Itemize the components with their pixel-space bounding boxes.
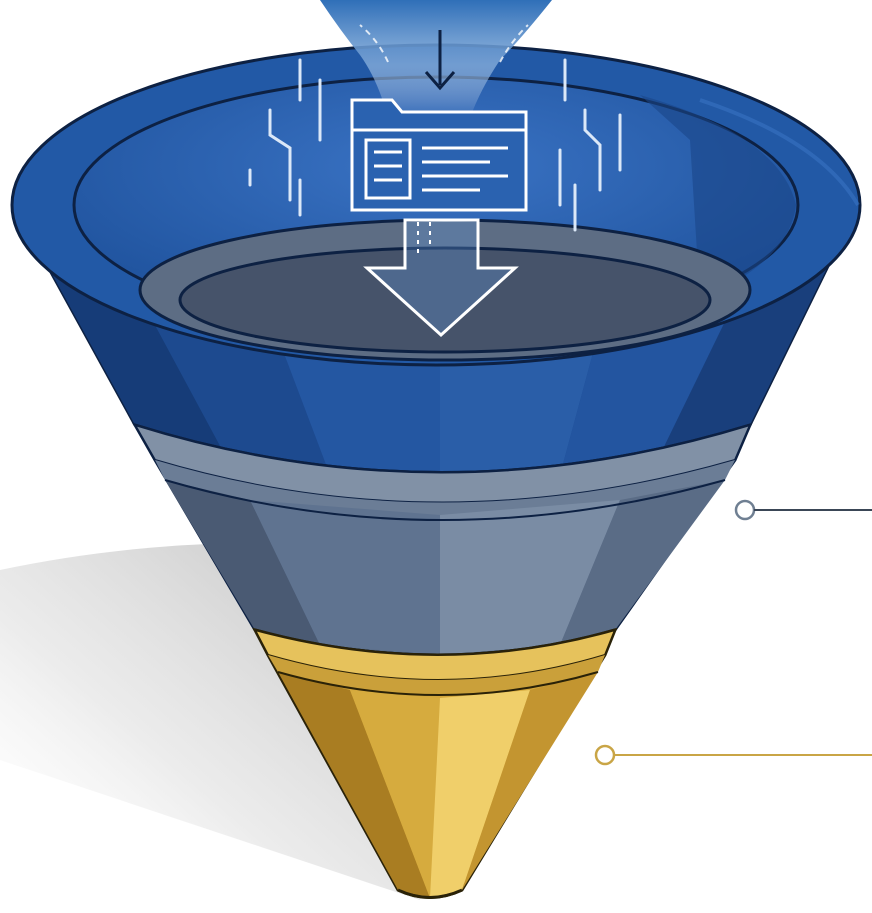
document-icon xyxy=(352,100,526,210)
middle-callout xyxy=(736,501,872,519)
bottom-callout xyxy=(596,746,872,764)
